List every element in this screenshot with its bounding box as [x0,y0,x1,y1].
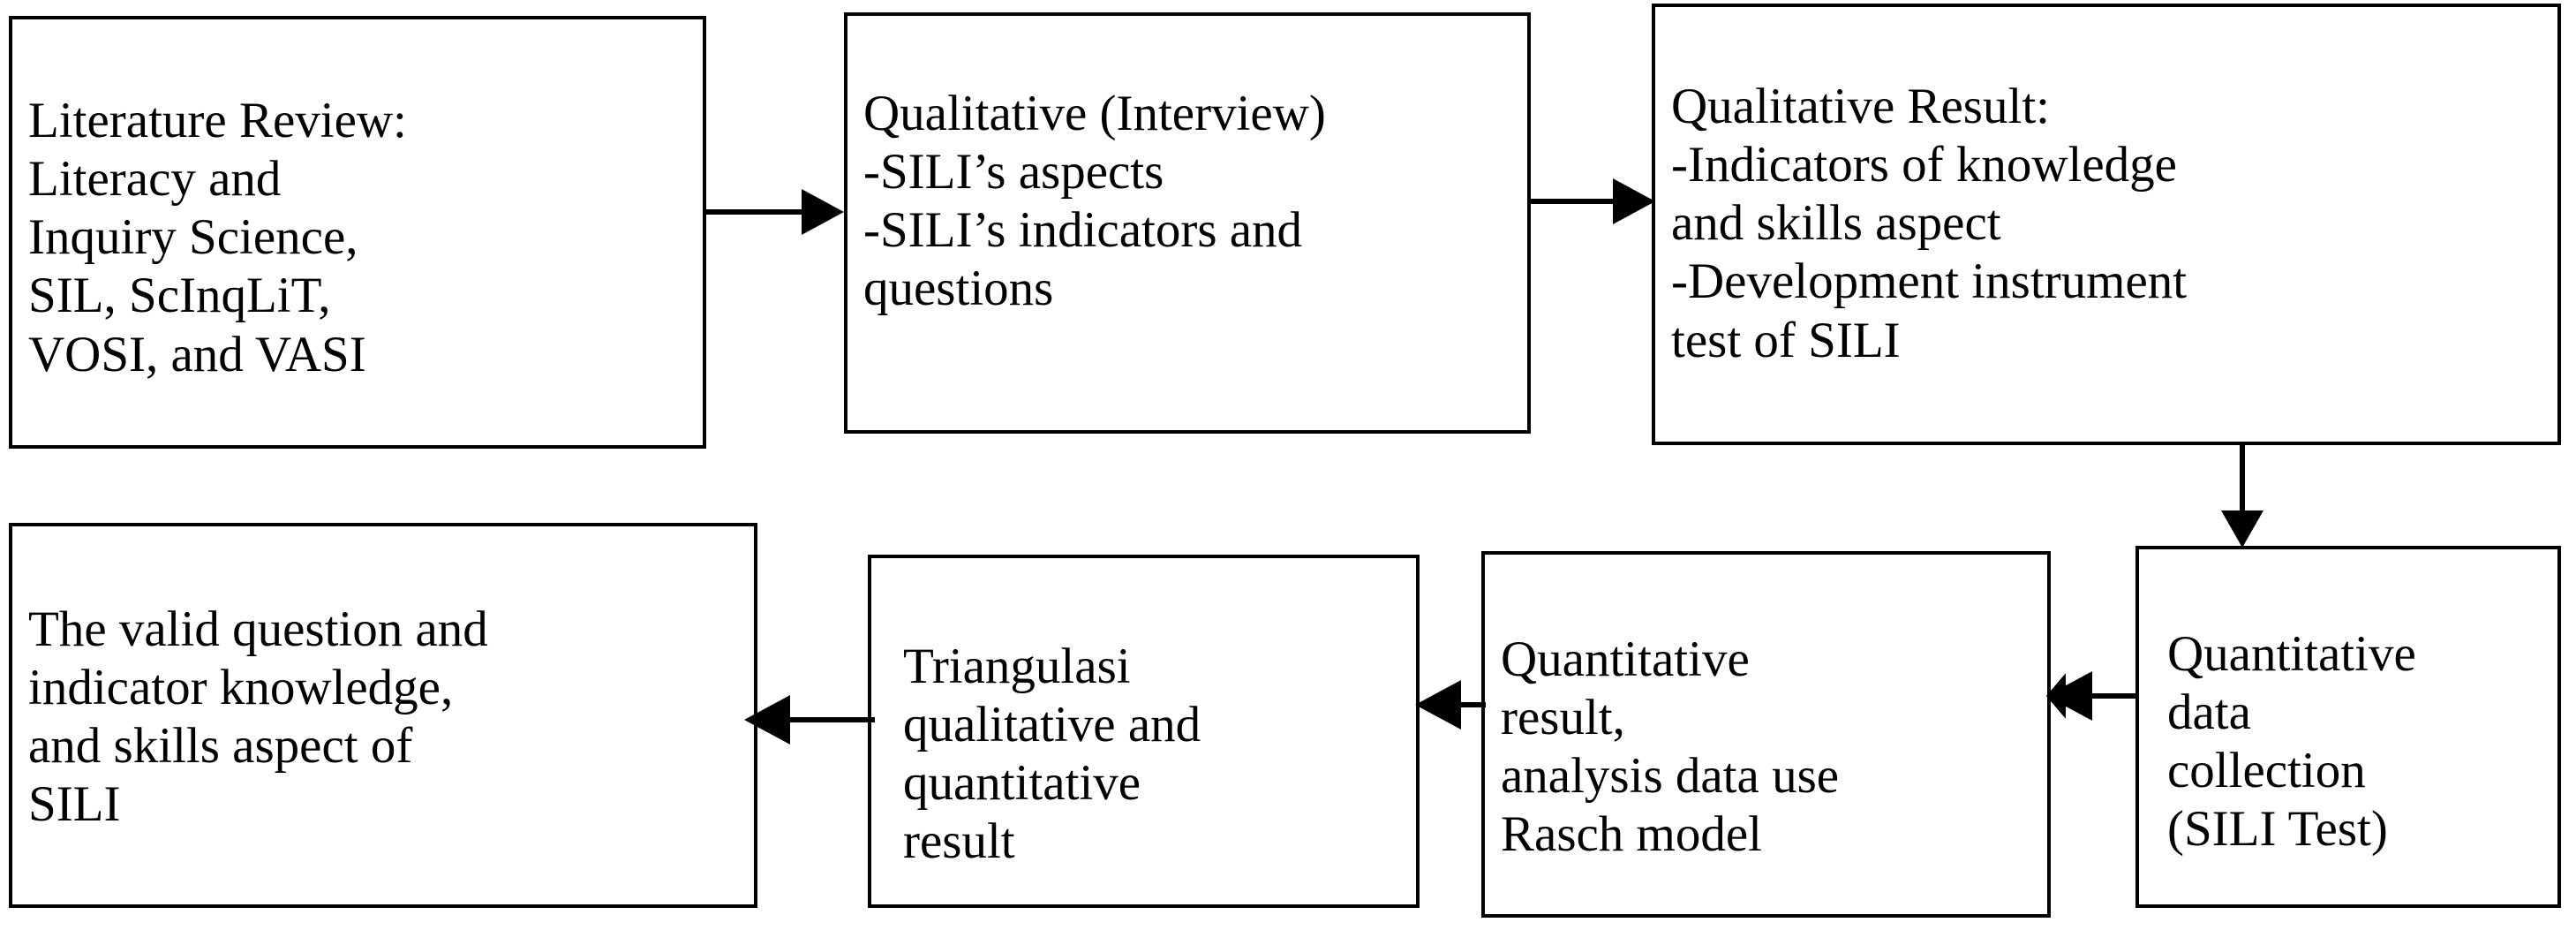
node-qualitative-result-label: Qualitative Result: -Indicators of knowl… [1671,79,2188,368]
node-quantitative-result-label: Quantitative result, analysis data use R… [1501,631,1840,863]
arrow-triangulasi-to-valid-question-indicator [744,684,875,755]
arrow-literature-review-to-qualitative-interview [704,177,846,247]
node-triangulasi-label: Triangulasi qualitative and quantitative… [903,639,1201,870]
node-quantitative-data-collection-label: Quantitative data collection (SILI Test) [2167,626,2416,858]
node-qualitative-interview[interactable]: Qualitative (Interview) -SILI’s aspects … [844,12,1531,434]
node-quantitative-data-collection[interactable]: Quantitative data collection (SILI Test) [2135,546,2561,908]
node-literature-review-label: Literature Review: Literacy and Inquiry … [28,93,407,382]
node-qualitative-interview-label: Qualitative (Interview) -SILI’s aspects … [863,86,1326,317]
node-quantitative-result[interactable]: Quantitative result, analysis data use R… [1481,551,2051,918]
node-valid-question-indicator[interactable]: The valid question and indicator knowled… [9,523,757,908]
node-triangulasi[interactable]: Triangulasi qualitative and quantitative… [868,555,1420,908]
node-literature-review[interactable]: Literature Review: Literacy and Inquiry … [9,16,706,449]
arrow-qualitative-result-to-quantitative-data-collection [2216,443,2286,549]
arrow-quantitative-result-to-triangulasi [1415,669,1486,740]
node-valid-question-indicator-label: The valid question and indicator knowled… [28,601,488,833]
node-qualitative-result[interactable]: Qualitative Result: -Indicators of knowl… [1652,4,2561,445]
arrow-quantitative-data-collection-to-quantitative-result [2046,661,2139,731]
arrow-qualitative-interview-to-qualitative-result [1528,166,1657,237]
